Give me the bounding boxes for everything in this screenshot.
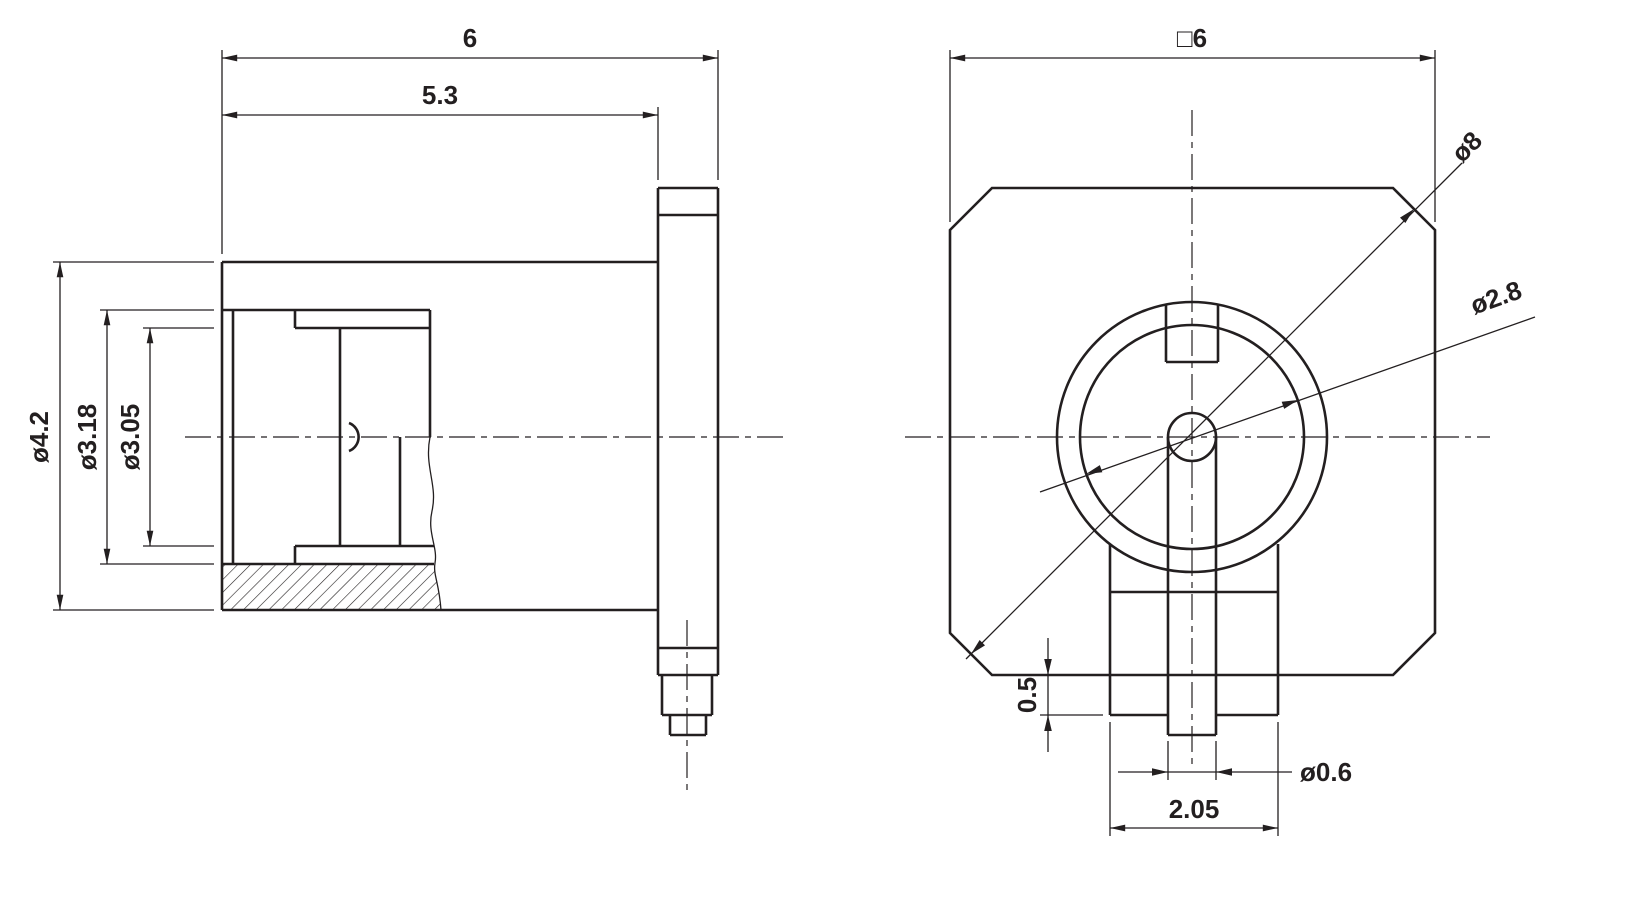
front-view: □6 ø8 ø2.8 0.5 [905, 23, 1536, 836]
dim-overall-length-label: 6 [463, 23, 477, 53]
extension-lines [1109, 722, 1279, 836]
arrowhead [1399, 209, 1414, 224]
arrowhead [971, 639, 986, 654]
dim-circle-diameter: ø2.8 [1039, 275, 1536, 493]
dim-tab-width-label: 2.05 [1169, 794, 1220, 824]
dim-body-length: 5.3 [222, 80, 659, 180]
dim-bore-diameter-label: ø3.18 [72, 404, 102, 471]
bottom-tab-outline [1108, 544, 1280, 717]
arrowhead [1044, 659, 1052, 675]
arrowhead [1216, 768, 1232, 776]
extension-lines [53, 261, 214, 611]
dim-inner-bore-diameter-label: ø3.05 [115, 404, 145, 471]
dimension-line [965, 162, 1463, 660]
dim-tab-offset-label: 0.5 [1012, 677, 1042, 713]
contact-detail [348, 421, 360, 453]
side-section-view: 6 5.3 ø4.2 ø3.18 ø3.05 [24, 23, 785, 790]
dim-outer-diameter: ø4.2 [24, 261, 214, 611]
centerline-horizontal [185, 436, 785, 790]
extension-lines [100, 309, 214, 565]
section-hatching [222, 564, 441, 610]
dim-overall-length: 6 [221, 23, 719, 254]
dim-outer-diameter-label: ø4.2 [24, 411, 54, 463]
extension-lines [949, 50, 1436, 222]
dim-inner-bore-diameter: ø3.05 [115, 327, 214, 547]
square-flange-outline [948, 186, 1437, 677]
dim-square-size: □6 [949, 23, 1436, 222]
dim-square-size-label: □6 [1177, 23, 1207, 53]
arrowhead [1044, 715, 1052, 731]
dim-body-length-label: 5.3 [422, 80, 458, 110]
dim-pin-diameter: ø0.6 [1118, 741, 1352, 787]
extension-lines [221, 50, 719, 254]
dim-tab-width: 2.05 [1109, 722, 1279, 836]
dim-tab-offset: 0.5 [1012, 638, 1103, 752]
arrowhead [1281, 400, 1298, 409]
dim-circle-diameter-label: ø2.8 [1466, 275, 1525, 321]
arrowhead [1086, 465, 1103, 474]
centerlines [905, 110, 1490, 770]
arrowhead [1152, 768, 1168, 776]
dim-bore-diameter: ø3.18 [72, 309, 214, 565]
dim-pin-diameter-label: ø0.6 [1300, 757, 1352, 787]
extension-lines [143, 327, 214, 547]
extension-lines [1167, 741, 1217, 780]
dim-corner-diameter-label: ø8 [1445, 125, 1488, 168]
